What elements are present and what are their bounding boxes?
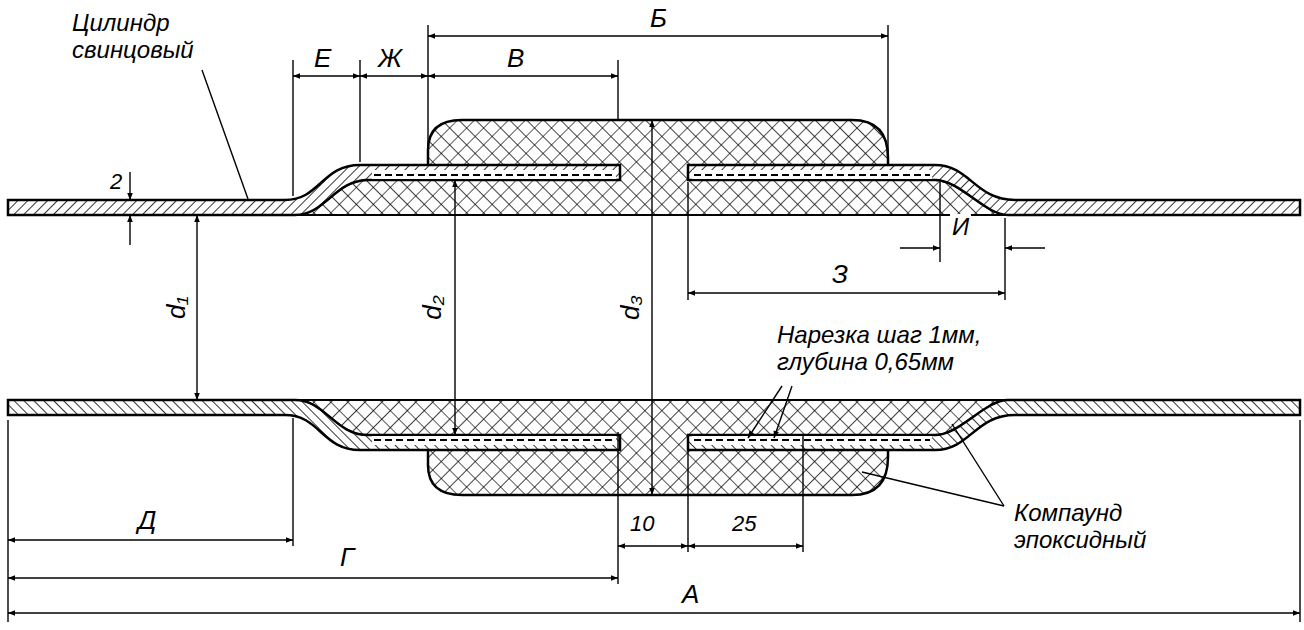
dimension-line <box>618 545 688 546</box>
extension-line <box>427 25 428 150</box>
dimension-line <box>129 172 130 200</box>
extension-line <box>802 436 803 552</box>
joint-upper-half <box>8 120 1300 215</box>
part-name: Цилиндр свинцовый <box>70 10 224 64</box>
dimension-letter: Д <box>136 506 158 535</box>
dimension-letter: И <box>950 214 971 241</box>
dimension-value: 25 <box>730 512 758 537</box>
extension-line <box>292 418 293 546</box>
dimension-letter: З <box>830 260 850 289</box>
joint-lower-half <box>8 400 1300 495</box>
dimension-value: 2 <box>108 170 124 195</box>
dimension-line <box>428 35 888 36</box>
leader-line <box>862 472 1004 506</box>
diameter-label: d₃ <box>615 293 644 322</box>
dimension-letter: Г <box>338 543 356 572</box>
dimension-line <box>428 75 618 76</box>
dimension-line <box>688 545 803 546</box>
dimension-line <box>454 180 455 435</box>
dimension-line <box>8 539 293 540</box>
dimension-letter: Ж <box>376 44 404 73</box>
leader-line <box>202 70 248 199</box>
dimension-line <box>293 75 360 76</box>
extension-line <box>292 60 293 196</box>
dimension-letter: В <box>505 44 526 73</box>
dimension-lines <box>8 25 1300 622</box>
diameter-label: d₂ <box>418 293 447 321</box>
dimension-line <box>8 577 618 578</box>
leader-line <box>774 386 792 438</box>
extension-line <box>617 432 618 584</box>
dimension-value: 10 <box>628 512 656 537</box>
extension-line <box>1299 420 1300 622</box>
note-text: Нарезка шаг 1мм, глубина 0,65мм <box>775 322 1029 376</box>
dimension-line <box>651 120 652 495</box>
dimension-line <box>1005 247 1045 248</box>
extension-line <box>887 25 888 158</box>
dimension-letter: Б <box>648 4 669 33</box>
dimension-line <box>129 215 130 245</box>
diameter-label: d₁ <box>161 294 190 321</box>
dimension-line <box>360 75 428 76</box>
dimension-line <box>900 247 940 248</box>
leader-line <box>952 424 1004 506</box>
part-name: Компаунд эпоксидный <box>1012 500 1186 554</box>
extension-line <box>939 182 940 262</box>
extension-line <box>1004 218 1005 300</box>
extension-line <box>617 60 618 120</box>
dimension-letter: А <box>680 580 701 609</box>
extension-line <box>687 436 688 552</box>
joint-lower-half <box>8 400 1300 495</box>
dimension-letter: Е <box>312 44 333 73</box>
extension-line <box>687 182 688 300</box>
dimension-line <box>688 292 1005 293</box>
dimension-line <box>196 215 197 400</box>
extension-line <box>7 420 8 622</box>
dimension-line <box>8 612 1300 613</box>
